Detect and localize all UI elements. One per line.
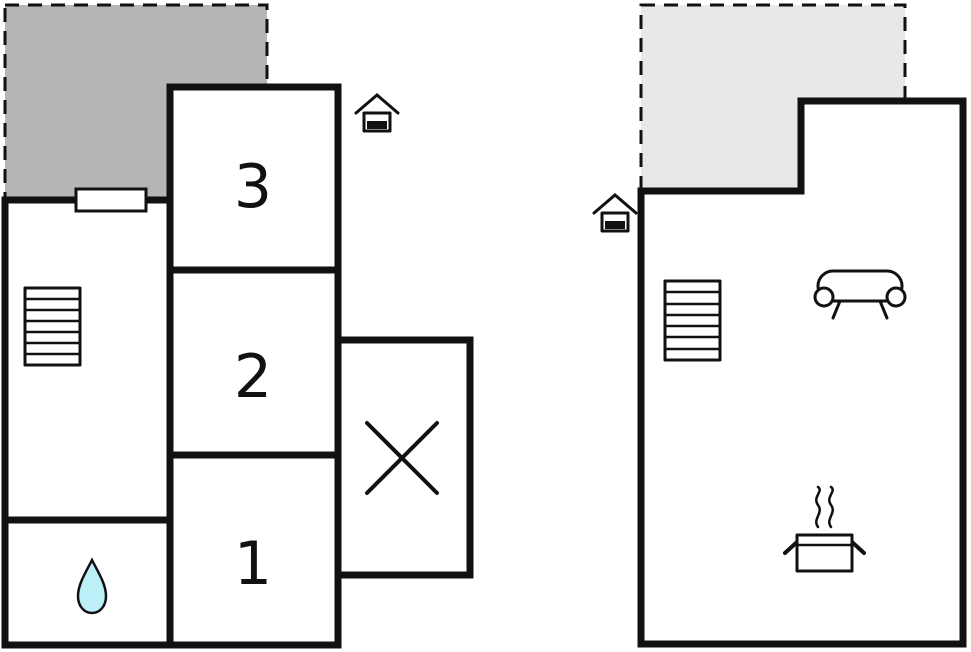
pot-handle — [850, 540, 866, 555]
staircase-icon — [663, 279, 722, 362]
pot-body — [795, 533, 854, 573]
house-entrance-icon — [354, 93, 400, 133]
staircase-icon — [23, 286, 82, 367]
sofa-armrest — [885, 286, 907, 308]
house-entrance-icon — [592, 193, 638, 233]
main-room — [637, 97, 967, 648]
room-label-2: 2 — [234, 342, 272, 412]
room-label-3: 3 — [234, 152, 272, 222]
sofa-icon — [813, 269, 907, 320]
right-plan — [592, 3, 967, 648]
door-opening — [74, 187, 148, 213]
sofa-leg — [878, 299, 889, 320]
house-door — [367, 121, 387, 129]
stairs-outline — [663, 279, 722, 362]
x-line — [365, 421, 439, 495]
steam-line — [815, 485, 821, 529]
sofa-body — [816, 269, 904, 303]
x-mark-icon — [365, 421, 439, 495]
stairs-outline — [23, 286, 82, 367]
house-roof — [354, 93, 400, 115]
left-plan: 3 2 1 — [1, 3, 474, 649]
house-roof — [592, 193, 638, 215]
house-door — [605, 221, 625, 229]
room-label-1: 1 — [234, 529, 272, 599]
water-drop-icon — [76, 557, 108, 615]
steam-line — [828, 485, 834, 529]
sofa-armrest — [813, 286, 835, 308]
cooking-pot-icon — [783, 485, 866, 573]
pot-handle — [783, 540, 799, 555]
sofa-leg — [831, 299, 842, 320]
